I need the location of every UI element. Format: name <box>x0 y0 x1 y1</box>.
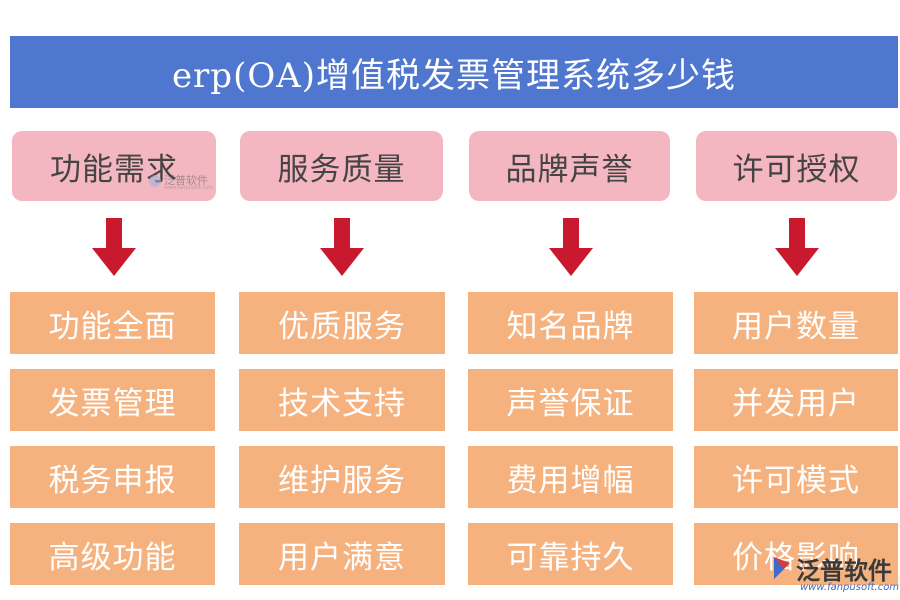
down-arrow-icon <box>320 218 364 276</box>
column-4-item-2: 并发用户 <box>694 369 898 431</box>
small-logo-url: www.fanpusoft.com <box>164 185 214 191</box>
down-arrow-icon <box>92 218 136 276</box>
column-2-header: 服务质量 <box>240 131 443 201</box>
diagram-title: erp(OA)增值税发票管理系统多少钱 <box>10 36 898 108</box>
column-1-header: 功能需求 <box>12 131 216 201</box>
watermark-name: 泛普软件 <box>796 557 892 585</box>
column-2-item-1: 优质服务 <box>239 292 445 354</box>
brand-watermark: 泛普软件 www.fanpusoft.com <box>770 551 899 596</box>
column-2-item-3: 维护服务 <box>239 446 445 508</box>
column-1-item-3: 税务申报 <box>10 446 215 508</box>
column-3-header: 品牌声誉 <box>469 131 670 201</box>
logo-icon <box>149 175 161 187</box>
logo-icon <box>774 557 790 579</box>
column-1-item-2: 发票管理 <box>10 369 215 431</box>
column-1-item-1: 功能全面 <box>10 292 215 354</box>
down-arrow-icon <box>549 218 593 276</box>
column-2-item-2: 技术支持 <box>239 369 445 431</box>
column-3-item-1: 知名品牌 <box>468 292 673 354</box>
small-logo-watermark: 泛普软件 www.fanpusoft.com <box>148 170 218 194</box>
column-4-header: 许可授权 <box>696 131 897 201</box>
column-2-item-4: 用户满意 <box>239 523 445 585</box>
small-logo-name: 泛普软件 <box>164 174 208 187</box>
column-3-item-4: 可靠持久 <box>468 523 673 585</box>
down-arrow-icon <box>775 218 819 276</box>
column-4-item-1: 用户数量 <box>694 292 898 354</box>
column-4-item-4: 价格影响 <box>694 523 898 585</box>
column-4-item-3: 许可模式 <box>694 446 898 508</box>
column-3-item-3: 费用增幅 <box>468 446 673 508</box>
watermark-url: www.fanpusoft.com <box>800 582 900 593</box>
column-3-item-2: 声誉保证 <box>468 369 673 431</box>
column-1-item-4: 高级功能 <box>10 523 215 585</box>
